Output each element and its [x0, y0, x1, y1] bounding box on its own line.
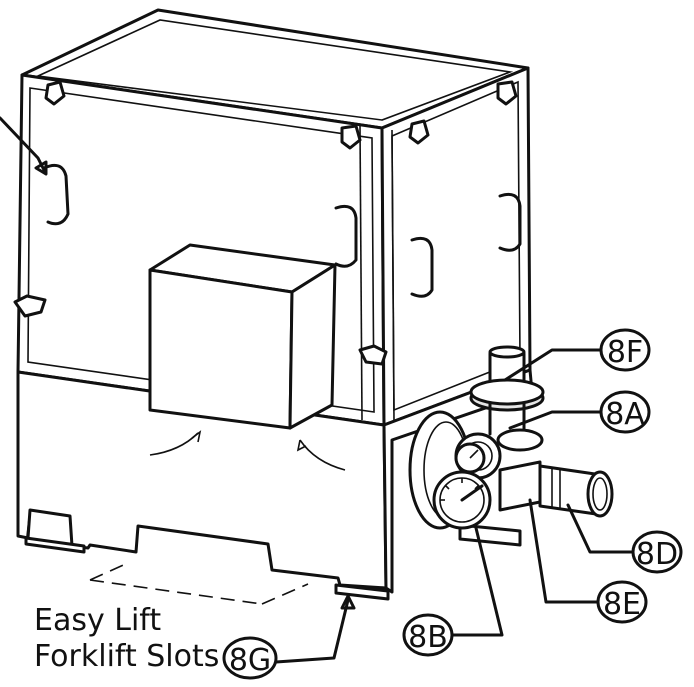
callout-8e: 8E [596, 580, 648, 624]
callout-8f: 8F [599, 328, 651, 372]
small-gauge-icon [454, 442, 486, 474]
callout-label-8d: 8D [636, 537, 678, 572]
callout-8b: 8B [402, 613, 454, 657]
callout-label-8b: 8B [408, 620, 448, 655]
cabinet-latches [13, 80, 518, 366]
pressure-gauge-icon [432, 470, 492, 530]
caption-line-2: Forklift Slots [34, 639, 219, 674]
callout-8d: 8D [631, 530, 683, 574]
callout-label-8g: 8G [229, 643, 271, 678]
caption-line-1: Easy Lift [34, 603, 161, 638]
cabinet-handles [42, 163, 522, 298]
callout-label-8a: 8A [605, 397, 645, 432]
callout-8a: 8A [599, 390, 651, 434]
front-box [148, 243, 337, 430]
callout-leaders [0, 116, 634, 664]
airflow-arrows [149, 430, 346, 471]
callout-8g: 8G [222, 636, 278, 680]
callout-label-8e: 8E [603, 587, 641, 622]
callout-label-8f: 8F [607, 335, 643, 370]
